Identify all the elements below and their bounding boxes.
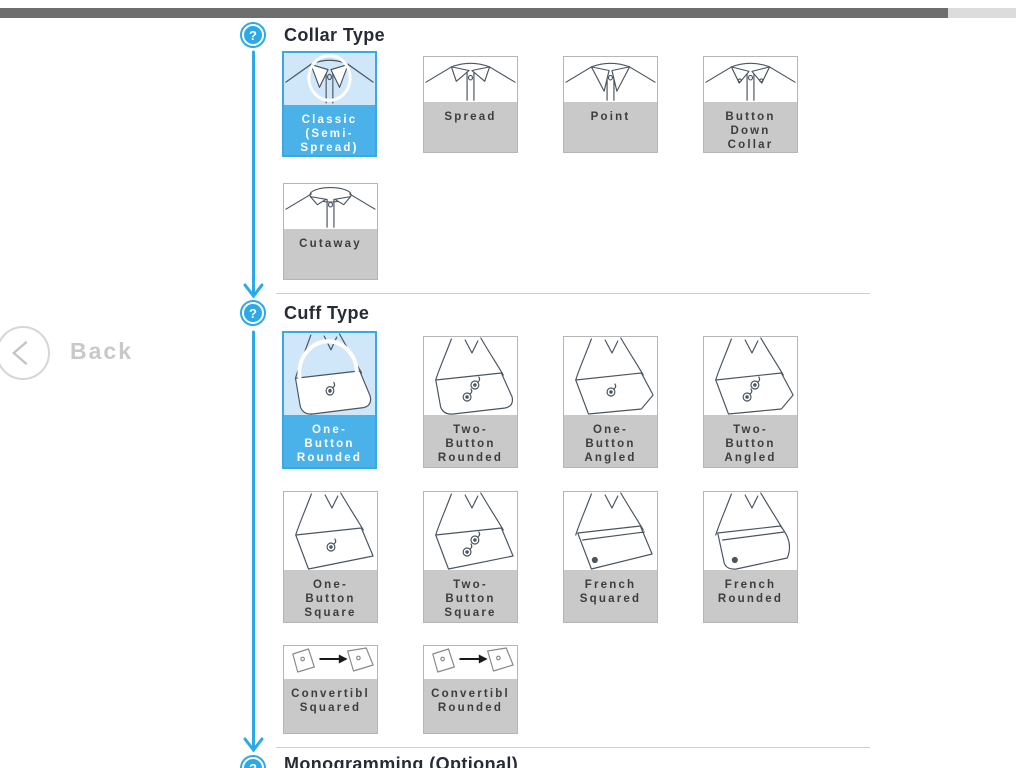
- option-label: Two- Button Square: [444, 579, 497, 619]
- help-icon-collar[interactable]: ?: [240, 22, 266, 48]
- flow-arrow-down-icon: [243, 330, 264, 753]
- cuff-convertible-squared-icon: [284, 646, 377, 679]
- option-one-button-rounded[interactable]: One- Button Rounded: [282, 331, 377, 469]
- option-spread[interactable]: Spread: [423, 56, 518, 153]
- cuff-one-button-square-icon: [284, 492, 377, 570]
- option-convertible-squared[interactable]: Convertibl Squared: [283, 645, 378, 734]
- option-label: French Rounded: [717, 579, 784, 605]
- option-two-button-angled[interactable]: Two- Button Angled: [703, 336, 798, 468]
- collar-spread-icon: [424, 57, 517, 102]
- option-label: Classic (Semi- Spread): [300, 114, 359, 154]
- section-title-collar-type: Collar Type: [284, 25, 386, 45]
- cuff-french-squared-icon: [564, 492, 657, 570]
- help-icon-cuff[interactable]: ?: [240, 300, 266, 326]
- question-mark-icon: ?: [244, 759, 262, 768]
- section-title-monogramming: Monogramming (Optional): [284, 754, 519, 768]
- option-label: Convertibl Squared: [291, 688, 370, 714]
- cuff-two-button-square-icon: [424, 492, 517, 570]
- option-convertible-rounded[interactable]: Convertibl Rounded: [423, 645, 518, 734]
- option-label: One- Button Angled: [584, 424, 637, 464]
- option-label: French Squared: [579, 579, 642, 605]
- horizontal-scrollbar-track[interactable]: [0, 8, 1016, 18]
- section-divider: [276, 293, 870, 294]
- question-mark-icon: ?: [244, 304, 262, 322]
- cuff-two-button-rounded-icon: [424, 337, 517, 415]
- option-label: One- Button Square: [304, 579, 357, 619]
- section-divider: [276, 747, 870, 748]
- back-chevron-icon: [0, 326, 50, 380]
- cuff-one-button-angled-icon: [564, 337, 657, 415]
- option-two-button-rounded[interactable]: Two- Button Rounded: [423, 336, 518, 468]
- cuff-two-button-angled-icon: [704, 337, 797, 415]
- help-icon-monogramming[interactable]: ?: [240, 755, 266, 768]
- option-cutaway[interactable]: Cutaway: [283, 183, 378, 280]
- option-french-rounded[interactable]: French Rounded: [703, 491, 798, 623]
- question-mark-icon: ?: [244, 26, 262, 44]
- option-label: Point: [590, 111, 631, 123]
- option-label: Two- Button Rounded: [437, 424, 504, 464]
- collar-point-icon: [564, 57, 657, 102]
- cuff-french-rounded-icon: [704, 492, 797, 570]
- collar-classic-icon: [284, 53, 375, 105]
- cuff-one-button-rounded-icon: [284, 333, 375, 415]
- flow-arrow-down-icon: [243, 50, 264, 299]
- collar-type-options: Classic (Semi- Spread) Spread Point Butt…: [282, 51, 798, 280]
- option-label: Cutaway: [299, 238, 362, 250]
- option-label: Two- Button Angled: [724, 424, 777, 464]
- cuff-convertible-rounded-icon: [424, 646, 517, 679]
- option-label: Convertibl Rounded: [431, 688, 510, 714]
- option-one-button-square[interactable]: One- Button Square: [283, 491, 378, 623]
- horizontal-scrollbar-thumb[interactable]: [0, 8, 948, 18]
- option-label: One- Button Rounded: [296, 424, 363, 464]
- option-classic-semi-spread[interactable]: Classic (Semi- Spread): [282, 51, 377, 157]
- option-one-button-angled[interactable]: One- Button Angled: [563, 336, 658, 468]
- collar-button-down-icon: [704, 57, 797, 102]
- option-point[interactable]: Point: [563, 56, 658, 153]
- option-label: Button Down Collar: [725, 111, 776, 151]
- back-button-label: Back: [70, 338, 133, 364]
- cuff-type-options: One- Button Rounded Two- Button Rounded …: [282, 331, 798, 734]
- collar-cutaway-icon: [284, 184, 377, 229]
- option-button-down-collar[interactable]: Button Down Collar: [703, 56, 798, 153]
- option-two-button-square[interactable]: Two- Button Square: [423, 491, 518, 623]
- section-title-cuff-type: Cuff Type: [284, 303, 370, 323]
- option-french-squared[interactable]: French Squared: [563, 491, 658, 623]
- option-label: Spread: [444, 111, 497, 123]
